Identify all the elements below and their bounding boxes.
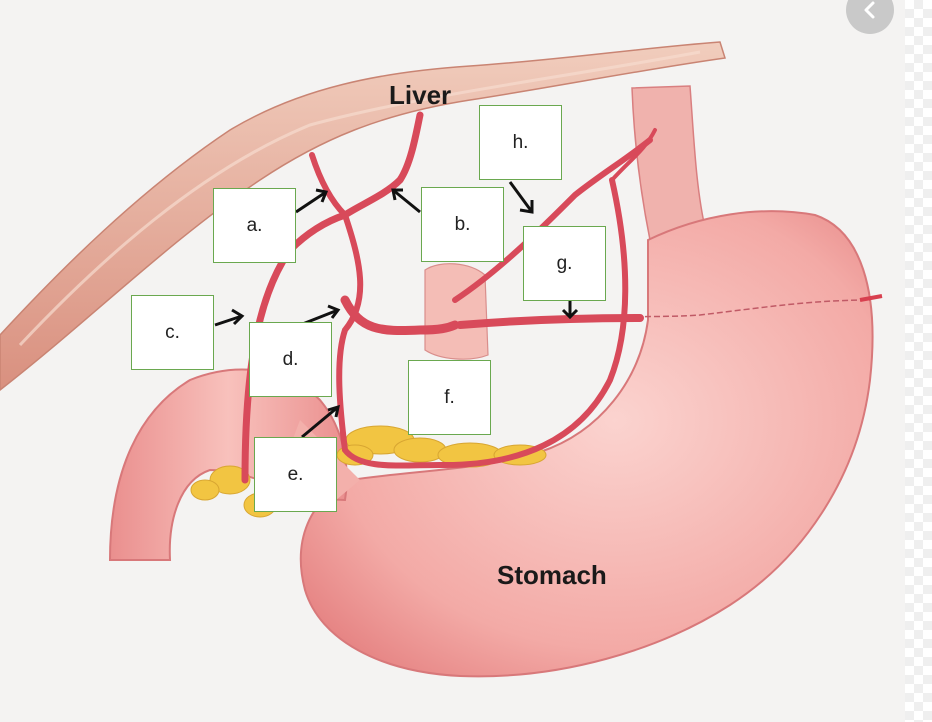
duodenum-shape — [108, 368, 348, 561]
label-box-f: f. — [408, 360, 491, 435]
liver-label: Liver — [389, 80, 452, 110]
esophagus-shape — [631, 85, 707, 241]
stomach-label: Stomach — [497, 560, 607, 590]
artery-network — [241, 111, 657, 484]
label-box-g: g. — [523, 226, 606, 301]
viewer-edge-strip — [905, 0, 932, 722]
label-box-a: a. — [213, 188, 296, 263]
label-box-h: h. — [479, 105, 562, 180]
chevron-left-icon — [860, 0, 880, 20]
label-box-e: e. — [254, 437, 337, 512]
label-box-c: c. — [131, 295, 214, 370]
label-box-d: d. — [249, 322, 332, 397]
label-box-b: b. — [421, 187, 504, 262]
